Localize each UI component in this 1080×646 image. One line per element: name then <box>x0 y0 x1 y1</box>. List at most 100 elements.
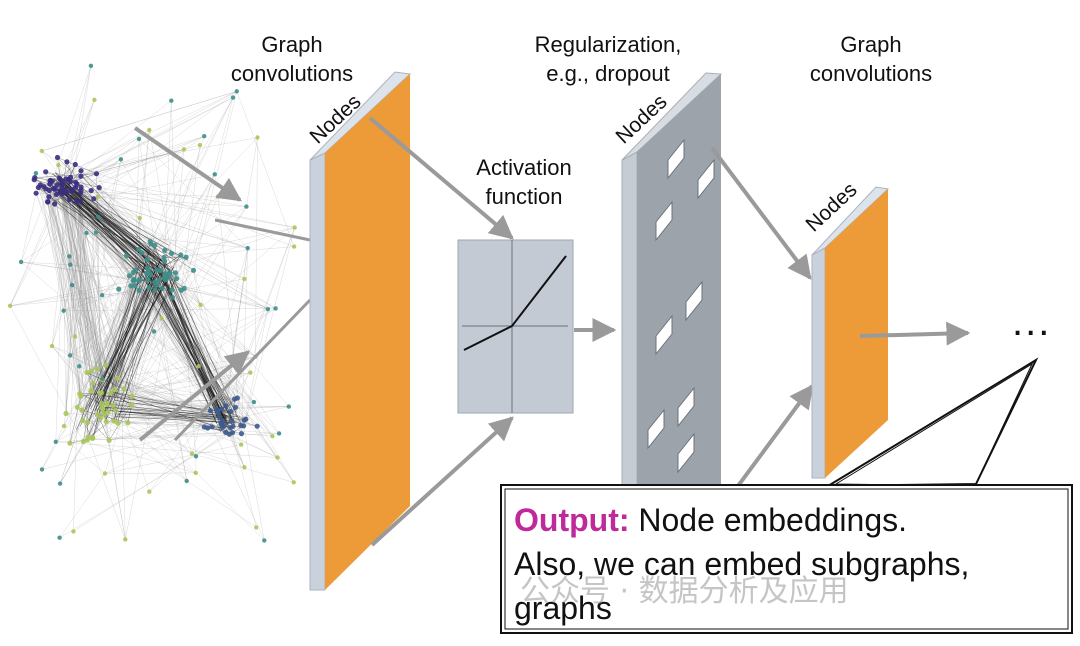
graph-node <box>116 286 122 292</box>
graph-edge <box>52 180 130 277</box>
graph-edge <box>43 186 106 366</box>
graph-node <box>80 418 86 424</box>
graph-edge <box>55 441 278 458</box>
graph-edge <box>41 441 56 470</box>
graph-edge <box>41 150 134 281</box>
graph-node <box>270 434 275 439</box>
graph-edge <box>51 264 71 347</box>
graph-node <box>169 287 175 293</box>
graph-node <box>63 176 69 182</box>
graph-edge <box>65 413 231 422</box>
graph-edge <box>73 425 241 532</box>
graph-edge <box>49 183 103 379</box>
graph-node <box>151 329 157 334</box>
graph-node <box>112 407 118 413</box>
graph-node <box>56 175 62 181</box>
arrow-dropout-to-layer2-top <box>710 146 812 280</box>
graph-edge <box>69 199 87 373</box>
graph-node <box>228 409 234 415</box>
graph-edge <box>138 138 155 246</box>
graph-edge <box>60 179 165 251</box>
graph-node <box>239 442 244 447</box>
graph-edge <box>113 396 133 422</box>
graph-node <box>147 489 152 494</box>
graph-edge <box>45 188 80 394</box>
dropout-holes <box>647 138 715 474</box>
graph-node <box>232 404 239 410</box>
graph-edge <box>58 165 101 419</box>
graph-node <box>60 181 66 187</box>
graph-edge <box>106 421 280 434</box>
graph-edge <box>72 191 219 197</box>
graph-edge <box>66 161 295 247</box>
graph-edge <box>35 173 80 367</box>
graph-node <box>80 438 86 445</box>
graph-edge <box>51 232 87 347</box>
graph-edge <box>64 179 142 274</box>
graph-edge <box>86 232 165 251</box>
graph-edge <box>80 175 140 219</box>
graph-node <box>201 424 207 430</box>
arrow-graph-to-layer1-top <box>133 126 242 202</box>
graph-node <box>215 194 221 199</box>
graph-node <box>163 277 169 283</box>
graph-node <box>57 481 63 486</box>
graph-edge <box>118 288 220 418</box>
graph-edge <box>80 200 87 373</box>
graph-edge <box>129 91 237 276</box>
graph-node <box>196 364 201 369</box>
graph-node <box>255 135 260 140</box>
graph-edge <box>70 189 108 404</box>
graph-edge <box>82 177 167 267</box>
graph-edge <box>104 444 242 474</box>
graph-node <box>104 401 110 408</box>
graph-node <box>63 410 69 417</box>
graph-edge <box>246 137 258 207</box>
graph-node <box>115 375 121 381</box>
graph-node <box>131 277 137 283</box>
graph-edge <box>72 284 254 403</box>
graph-edge <box>230 427 257 528</box>
graph-node <box>132 283 138 289</box>
graph-node <box>125 420 131 426</box>
graph-edge <box>105 289 119 366</box>
dropout-layer: Nodes <box>612 72 723 491</box>
graph-edge <box>79 187 82 394</box>
graph-node <box>156 277 162 283</box>
graph-edge <box>49 65 92 191</box>
graph-edge <box>72 191 248 249</box>
graph-edge <box>54 189 115 390</box>
graph-edge <box>20 193 37 263</box>
graph-edge <box>80 149 185 177</box>
graph-node <box>99 293 105 298</box>
graph-node <box>110 402 116 408</box>
graph-edge <box>71 284 223 422</box>
graph-edge <box>153 331 236 408</box>
graph-edge <box>69 199 98 415</box>
graph-node <box>66 196 72 203</box>
graph-edge <box>95 276 160 392</box>
graph-edge <box>69 191 73 356</box>
graph-edge <box>80 170 151 242</box>
graph-edge <box>87 433 280 441</box>
graph-edge <box>106 273 147 405</box>
graph-edge <box>79 285 132 367</box>
graph-edge <box>54 203 132 287</box>
graph-edge <box>75 187 94 199</box>
graph-node <box>189 451 195 456</box>
graph-edge <box>63 280 140 427</box>
graph-node <box>61 423 67 429</box>
arrow-layer2-to-next <box>859 321 971 346</box>
graph-node <box>172 270 179 276</box>
graph-edge <box>70 264 163 289</box>
graph-node <box>244 204 249 209</box>
graph-edge <box>92 288 163 384</box>
graph-node <box>90 380 96 386</box>
graph-node <box>49 343 55 349</box>
graph-edge <box>100 416 220 419</box>
graph-node <box>152 287 158 293</box>
graph-node <box>275 455 280 460</box>
graph-edge <box>50 180 119 290</box>
output-callout-text: Output: Node embeddings. Also, we can em… <box>514 498 969 630</box>
graph-edge <box>34 179 51 185</box>
